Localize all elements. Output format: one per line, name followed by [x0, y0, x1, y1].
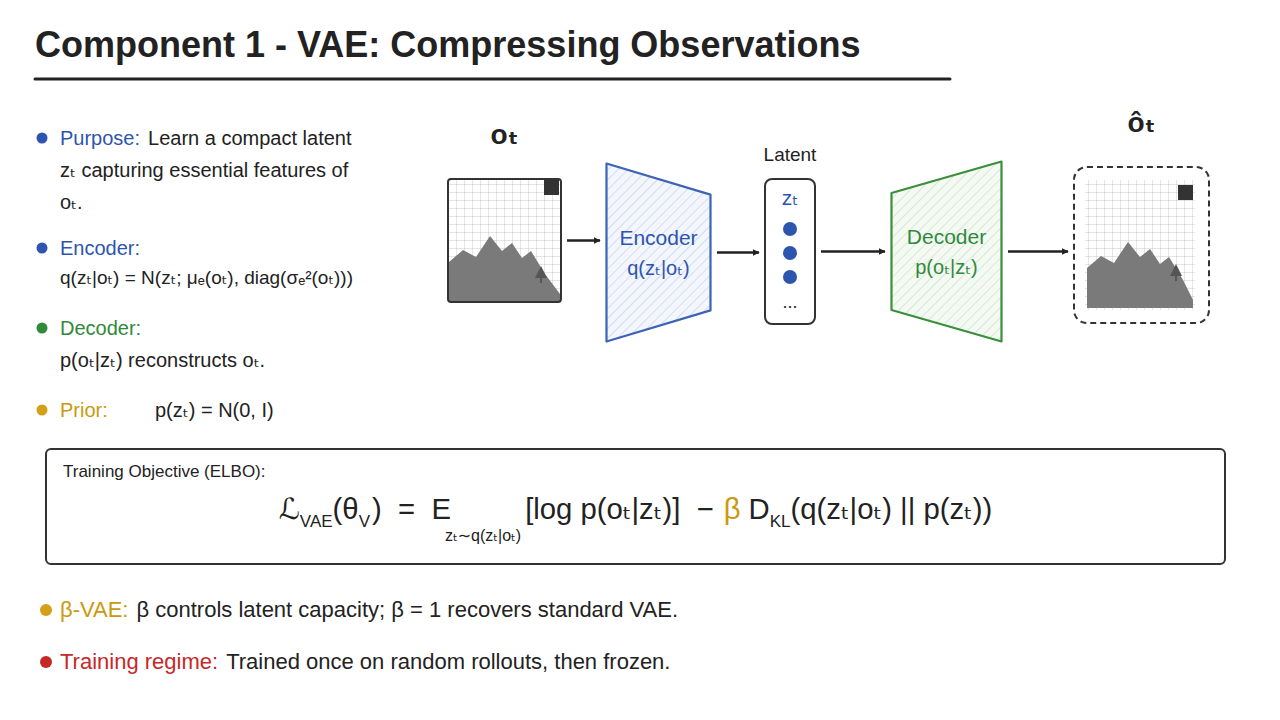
- formula-subscript: zₜ∼q(zₜ|oₜ): [445, 527, 521, 544]
- latent-heading: Latent: [736, 144, 844, 166]
- formula-part: (θ: [333, 492, 359, 525]
- encoder-trapezoid: Encoderq(zₜ|oₜ): [605, 162, 712, 343]
- bullet-text: β controls latent capacity; β = 1 recove…: [136, 597, 678, 622]
- objective-box: Training Objective (ELBO): ℒVAE(θV) = E zₜ…: [45, 448, 1226, 565]
- bullet-line: Prior:: [60, 394, 108, 426]
- bullet-line: p(zₜ) = N(0, I): [155, 394, 274, 426]
- bullet-line: Decoder:: [60, 312, 141, 344]
- trapezoid-text: Encoderq(zₜ|oₜ): [605, 223, 712, 283]
- formula-part: [log p(oₜ|zₜ)] −: [525, 492, 714, 525]
- flow-arrow: [567, 239, 600, 241]
- formula-part: (q(zₜ|oₜ) || p(zₜ)): [791, 492, 993, 525]
- flow-arrow: [1008, 250, 1068, 252]
- flow-arrow: [821, 250, 885, 252]
- diagram-title: Component 1 - VAE: Compressing Observati…: [35, 24, 860, 66]
- formula-part: D: [749, 492, 770, 525]
- formula-subscript: V: [359, 512, 370, 531]
- bullet-text: q(zₜ|oₜ) = N(zₜ; μₑ(oₜ), diag(σₑ²(oₜ))): [60, 267, 353, 288]
- formula-part: ) = E: [372, 492, 451, 525]
- objective-heading: Training Objective (ELBO):: [63, 462, 266, 482]
- bullet-text: Trained once on random rollouts, then fr…: [226, 649, 670, 674]
- formula-part: ℒ: [279, 492, 300, 525]
- trapezoid-outline: [605, 162, 712, 343]
- bullet-text: Prior:: [60, 399, 108, 421]
- decoder-trapezoid: Decoderp(oₜ|zₜ): [890, 160, 1003, 343]
- image-box: ôₜ: [1073, 166, 1210, 324]
- trapezoid-outline: [890, 160, 1003, 343]
- flow-arrow: [717, 251, 759, 253]
- latent-ellipsis: ...: [766, 292, 814, 313]
- bullet-line: Purpose:Learn a compact latent zₜ captur…: [60, 122, 360, 218]
- formula-subscript: KL: [770, 512, 791, 531]
- bullet-line: β-VAE: β controls latent capacity; β = 1 …: [60, 595, 678, 625]
- formula-subscript: VAE: [300, 512, 333, 531]
- input-image: [449, 180, 560, 301]
- reconstructed-image: [1085, 180, 1195, 310]
- bullet-heading: β-VAE:: [60, 597, 128, 622]
- bullet-text: Decoder:: [60, 317, 141, 339]
- bullet-heading: Purpose:: [60, 127, 140, 149]
- bullet-line: p(oₜ|zₜ) reconstructs oₜ.: [60, 344, 265, 376]
- module-name: Decoder: [890, 222, 1003, 252]
- formula-part: β: [724, 492, 741, 525]
- title-underline: [35, 78, 950, 81]
- module-formula: q(zₜ|oₜ): [605, 253, 712, 283]
- bullet-heading: Training regime:: [60, 649, 218, 674]
- bullet-dots: [37, 133, 53, 669]
- trapezoid-text: Decoderp(oₜ|zₜ): [890, 222, 1003, 282]
- module-formula: p(oₜ|zₜ): [890, 252, 1003, 282]
- elbo-formula: ℒVAE(θV) = E zₜ∼q(zₜ|oₜ)[log p(oₜ|zₜ)] − β…: [47, 486, 1224, 559]
- bullet-line: Training regime: Trained once on random r…: [60, 647, 670, 677]
- latent-vector: Latentzₜ...: [764, 178, 816, 325]
- bullet-text: p(oₜ|zₜ) reconstructs oₜ.: [60, 349, 265, 371]
- bullet-text: p(zₜ) = N(0, I): [155, 399, 274, 421]
- image-heading: ôₜ: [1075, 106, 1208, 139]
- bullet-text: Encoder:: [60, 237, 140, 259]
- module-name: Encoder: [605, 223, 712, 253]
- latent-symbol: zₜ: [766, 186, 814, 210]
- image-heading: oₜ: [449, 118, 560, 151]
- bullet-line: q(zₜ|oₜ) = N(zₜ; μₑ(oₜ), diag(σₑ²(oₜ))): [60, 262, 353, 294]
- bullet-line: Encoder:: [60, 232, 140, 264]
- image-box: oₜ: [447, 178, 562, 303]
- latent-dots: [783, 222, 797, 284]
